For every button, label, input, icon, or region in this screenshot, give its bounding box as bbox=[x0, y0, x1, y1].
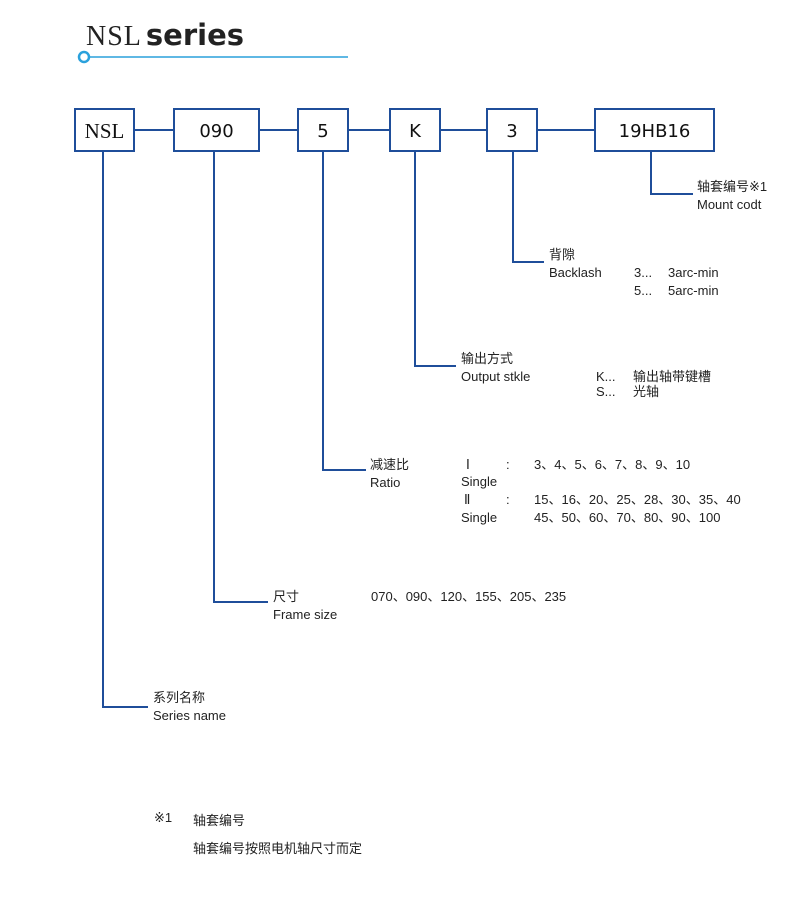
leader-ratio bbox=[322, 151, 366, 471]
code-box-ratio bbox=[297, 108, 349, 152]
ratio-label-en: Ratio bbox=[370, 475, 401, 490]
output-option-1: K... 输出轴带键槽 bbox=[596, 368, 711, 386]
backlash-option-1: 3... 3arc-min bbox=[634, 264, 719, 282]
code-series: NSL bbox=[85, 119, 125, 143]
code-backlash: 3 bbox=[506, 121, 517, 142]
frame-options: 070、090、120、155、205、235 bbox=[371, 589, 567, 604]
mount-label-cn: 轴套编号※1 bbox=[697, 179, 768, 194]
code-box-frame bbox=[173, 108, 260, 152]
ratio-stage2-sub-row: Single 45、50、60、70、80、90、100 bbox=[461, 509, 720, 527]
code-ratio: 5 bbox=[317, 121, 328, 142]
ratio-label: 减速比 Ratio bbox=[370, 456, 409, 492]
code-box-output bbox=[389, 108, 441, 152]
output-option-desc: 光轴 bbox=[633, 384, 660, 399]
backlash-label-en: Backlash bbox=[549, 265, 602, 280]
code-box-mount bbox=[594, 108, 715, 152]
backlash-option-code: 5... bbox=[634, 283, 653, 298]
series-label-cn: 系列名称 bbox=[153, 690, 206, 705]
output-option-2: S... 光轴 bbox=[596, 383, 659, 401]
code-mount: 19HB16 bbox=[619, 121, 691, 142]
ratio-label-cn: 减速比 bbox=[370, 457, 410, 472]
mount-label-en: Mount codt bbox=[697, 197, 762, 212]
output-label-cn: 输出方式 bbox=[461, 351, 514, 366]
mount-label: 轴套编号※1 Mount codt bbox=[697, 178, 767, 214]
ratio-stage2-sep: : bbox=[506, 492, 510, 507]
code-box-series bbox=[74, 108, 135, 152]
leader-output bbox=[414, 151, 456, 367]
output-option-code: K... bbox=[596, 369, 616, 384]
backlash-option-desc: 5arc-min bbox=[668, 283, 719, 298]
series-label: 系列名称 Series name bbox=[153, 689, 226, 725]
leader-series bbox=[102, 151, 148, 708]
output-label: 输出方式 Output stkle bbox=[461, 350, 530, 386]
code-box-backlash bbox=[486, 108, 538, 152]
ratio-stage1-values: 3、4、5、6、7、8、9、10 bbox=[534, 457, 691, 472]
ratio-stage2-row: Ⅱ: 15、16、20、25、28、30、35、40 bbox=[464, 491, 741, 509]
footnote-mark: ※1 bbox=[154, 810, 173, 825]
ratio-stage2-values1: 15、16、20、25、28、30、35、40 bbox=[534, 492, 741, 507]
output-option-code: S... bbox=[596, 384, 616, 399]
title-bullet bbox=[77, 50, 91, 64]
ratio-stage2-mark: Ⅱ bbox=[464, 492, 471, 507]
ratio-stage1-row: Ⅰ: 3、4、5、6、7、8、9、10 bbox=[466, 456, 690, 474]
series-label-en: Series name bbox=[153, 708, 226, 723]
title-code: NSL bbox=[86, 21, 142, 52]
backlash-option-2: 5... 5arc-min bbox=[634, 282, 719, 300]
leader-mount bbox=[650, 151, 693, 195]
backlash-option-desc: 3arc-min bbox=[668, 265, 719, 280]
ratio-stage2-sub: Single bbox=[461, 510, 498, 525]
title-word: series bbox=[145, 18, 245, 52]
leader-backlash bbox=[512, 151, 544, 263]
ratio-stage2-values2: 45、50、60、70、80、90、100 bbox=[534, 510, 721, 525]
output-label-en: Output stkle bbox=[461, 369, 531, 384]
code-frame: 090 bbox=[199, 121, 233, 142]
ratio-stage1-sub: Single bbox=[461, 474, 498, 489]
ratio-stage1-sep: : bbox=[506, 457, 510, 472]
code-output: K bbox=[409, 121, 422, 142]
footnote-text: 轴套编号按照电机轴尺寸而定 bbox=[193, 841, 363, 856]
output-option-desc: 输出轴带键槽 bbox=[633, 369, 712, 384]
ratio-stage1-mark: Ⅰ bbox=[466, 457, 470, 472]
backlash-label-cn: 背隙 bbox=[549, 247, 576, 262]
backlash-label: 背隙 Backlash bbox=[549, 246, 602, 282]
backlash-option-code: 3... bbox=[634, 265, 653, 280]
leader-frame bbox=[213, 151, 268, 603]
frame-label: 尺寸 Frame size bbox=[273, 588, 337, 624]
footnote-title: 轴套编号 bbox=[193, 813, 246, 828]
frame-label-en: Frame size bbox=[273, 607, 338, 622]
frame-label-cn: 尺寸 bbox=[273, 589, 300, 604]
